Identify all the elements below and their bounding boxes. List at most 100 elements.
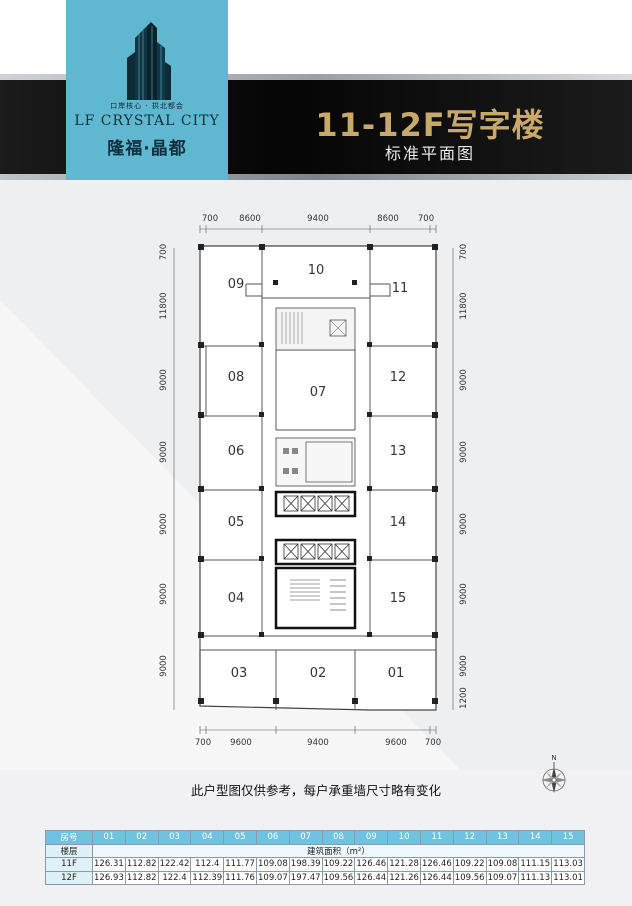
unit-header-09: 09 bbox=[354, 830, 389, 845]
dim-top-3: 9400 bbox=[307, 214, 329, 224]
table-row: 12F 126.93 112.82 122.4 112.39 111.76 10… bbox=[45, 870, 585, 885]
tower-logo-icon bbox=[127, 22, 171, 100]
area-cell: 126.31 bbox=[92, 857, 126, 872]
logo-name-en: LF CRYSTAL CITY bbox=[74, 113, 220, 129]
area-cell: 112.82 bbox=[124, 870, 159, 885]
unit-header-10: 10 bbox=[387, 830, 421, 845]
room-09: 09 bbox=[228, 277, 245, 292]
dim-right-3: 9000 bbox=[459, 369, 469, 391]
unit-header-13: 13 bbox=[485, 830, 520, 845]
area-cell: 126.46 bbox=[354, 857, 389, 872]
dim-bottom-3: 9400 bbox=[307, 738, 329, 748]
area-cell: 126.46 bbox=[419, 857, 454, 872]
room-02: 02 bbox=[310, 666, 327, 681]
unit-header-07: 07 bbox=[288, 830, 323, 845]
dim-bottom-4: 9600 bbox=[385, 738, 407, 748]
room-14: 14 bbox=[390, 515, 407, 530]
dim-right-5: 9000 bbox=[459, 513, 469, 535]
header-band-bottom bbox=[0, 174, 632, 180]
area-cell: 109.22 bbox=[452, 857, 487, 872]
unit-header-15: 15 bbox=[551, 830, 585, 845]
dim-right-1: 700 bbox=[459, 244, 469, 260]
structural-columns bbox=[198, 244, 438, 704]
area-cell: 109.07 bbox=[255, 870, 290, 885]
area-cell: 113.03 bbox=[551, 857, 585, 872]
unit-header-04: 04 bbox=[190, 830, 225, 845]
unit-header-05: 05 bbox=[223, 830, 257, 845]
room-12: 12 bbox=[390, 370, 407, 385]
row-label: 楼层 bbox=[45, 843, 93, 858]
dim-right-4: 9000 bbox=[459, 441, 469, 463]
dimension-labels-right: 700 11800 9000 9000 9000 9000 9000 1200 bbox=[459, 244, 469, 709]
area-cell: 126.44 bbox=[419, 870, 454, 885]
room-05: 05 bbox=[228, 515, 245, 530]
dim-left-2: 11800 bbox=[159, 292, 169, 319]
page-subtitle: 标准平面图 bbox=[384, 144, 475, 163]
dimension-labels-bottom: 700 9600 9400 9600 700 bbox=[195, 738, 441, 748]
area-cell: 111.76 bbox=[223, 870, 257, 885]
area-cell: 112.82 bbox=[124, 857, 159, 872]
dim-right-2: 11800 bbox=[459, 292, 469, 319]
floor-label: 12F bbox=[45, 870, 93, 885]
building-outline bbox=[198, 244, 438, 711]
dim-left-5: 9000 bbox=[159, 513, 169, 535]
room-08: 08 bbox=[228, 370, 245, 385]
dim-right-7: 9000 bbox=[459, 655, 469, 677]
dim-top-2: 8600 bbox=[239, 214, 261, 224]
dim-left-6: 9000 bbox=[159, 583, 169, 605]
area-cell: 112.4 bbox=[190, 857, 225, 872]
table-header-row: 房号 01 02 03 04 05 06 07 08 09 10 11 12 1… bbox=[45, 830, 585, 845]
brand-logo: 口岸核心 · 拱北都会 LF CRYSTAL CITY 隆福·晶都 bbox=[66, 0, 228, 180]
logo-tagline: 口岸核心 · 拱北都会 bbox=[110, 102, 184, 110]
area-cell: 197.47 bbox=[288, 870, 323, 885]
area-cell: 112.39 bbox=[190, 870, 225, 885]
room-07: 07 bbox=[310, 385, 327, 400]
area-cell: 109.56 bbox=[452, 870, 487, 885]
unit-header-14: 14 bbox=[518, 830, 553, 845]
dim-left-4: 9000 bbox=[159, 441, 169, 463]
area-cell: 109.08 bbox=[485, 857, 520, 872]
dim-right-6: 9000 bbox=[459, 583, 469, 605]
unit-header-01: 01 bbox=[92, 830, 126, 845]
dim-top-5: 700 bbox=[418, 214, 434, 224]
area-cell: 109.07 bbox=[485, 870, 520, 885]
area-cell: 122.42 bbox=[157, 857, 192, 872]
area-cell: 121.28 bbox=[387, 857, 421, 872]
col-label: 房号 bbox=[45, 830, 93, 845]
room-03: 03 bbox=[231, 666, 248, 681]
area-cell: 126.44 bbox=[354, 870, 389, 885]
unit-header-08: 08 bbox=[321, 830, 356, 845]
dim-bottom-2: 9600 bbox=[230, 738, 252, 748]
unit-header-02: 02 bbox=[124, 830, 159, 845]
header-stripe bbox=[0, 74, 632, 80]
area-cell: 109.56 bbox=[321, 870, 356, 885]
disclaimer-note: 此户型图仅供参考，每户承重墙尺寸略有变化 bbox=[190, 783, 441, 798]
floor-plan: 700 8600 9400 8600 700 700 9600 9400 960… bbox=[0, 180, 632, 770]
compass-north-label: N bbox=[551, 754, 556, 762]
room-13: 13 bbox=[390, 444, 407, 459]
room-labels: 01 02 03 04 05 06 07 08 09 10 11 12 13 1… bbox=[228, 263, 409, 681]
page-title: 11-12F写字楼 bbox=[315, 106, 545, 144]
floor-label: 11F bbox=[45, 857, 93, 872]
area-cell: 122.4 bbox=[157, 870, 192, 885]
area-cell: 111.77 bbox=[223, 857, 257, 872]
compass-icon: N bbox=[541, 754, 567, 793]
building-core bbox=[274, 307, 357, 630]
room-04: 04 bbox=[228, 591, 245, 606]
dim-top-4: 8600 bbox=[377, 214, 399, 224]
dimension-labels-left: 700 11800 9000 9000 9000 9000 9000 bbox=[159, 244, 169, 677]
unit-header-06: 06 bbox=[255, 830, 290, 845]
area-cell: 109.08 bbox=[255, 857, 290, 872]
area-cell: 198.39 bbox=[288, 857, 323, 872]
unit-label: 建筑面积（m²） bbox=[92, 843, 585, 858]
room-11: 11 bbox=[392, 281, 409, 296]
table-unit-row: 楼层 建筑面积（m²） bbox=[45, 843, 585, 858]
area-cell: 111.15 bbox=[518, 857, 553, 872]
unit-header-11: 11 bbox=[419, 830, 454, 845]
dim-left-7: 9000 bbox=[159, 655, 169, 677]
room-15: 15 bbox=[390, 591, 407, 606]
dim-left-1: 700 bbox=[159, 244, 169, 260]
unit-header-12: 12 bbox=[452, 830, 487, 845]
dimension-labels-top: 700 8600 9400 8600 700 bbox=[202, 214, 434, 224]
table-row: 11F 126.31 112.82 122.42 112.4 111.77 10… bbox=[45, 857, 585, 872]
